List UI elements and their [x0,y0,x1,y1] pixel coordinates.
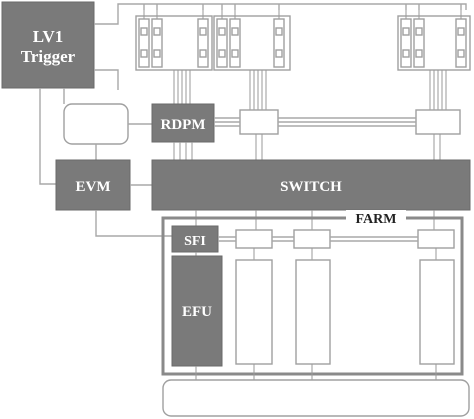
switch-label: SWITCH [280,179,342,195]
efu-block [171,255,223,367]
readout-supervisor-box [63,103,152,160]
processor-unit-4 [419,259,455,365]
sfi-unit-3 [293,229,331,249]
readout-bus [173,117,441,160]
evm-block [55,159,172,237]
readout-crate-left [135,10,213,71]
readout-unit-right [415,109,461,135]
readout-crate-right [397,10,471,71]
processor-unit-3 [295,259,331,365]
trigger-distribution-lines [39,3,467,185]
crate-to-readout-links [173,70,447,110]
sfi-interconnect [195,236,437,260]
storage-bus [162,364,470,417]
efu-label: EFU [182,304,212,320]
readout-crate-middle [213,10,291,71]
sfi-label: SFI [184,234,206,249]
readout-unit-middle [239,109,279,135]
processor-unit-2 [235,259,273,365]
lv1-trigger-label-line2: Trigger [21,47,76,66]
switch-block [151,159,471,211]
sfi-unit-4 [417,229,455,249]
farm-label: FARM [356,212,397,227]
rdpm-label: RDPM [161,117,206,133]
evm-label: EVM [76,179,111,195]
sfi-block [171,225,219,253]
rdpm-block [151,103,215,143]
lv1-trigger-block [1,1,95,89]
lv1-trigger-label-line1: LV1 [33,27,64,46]
sfi-unit-2 [235,229,273,249]
